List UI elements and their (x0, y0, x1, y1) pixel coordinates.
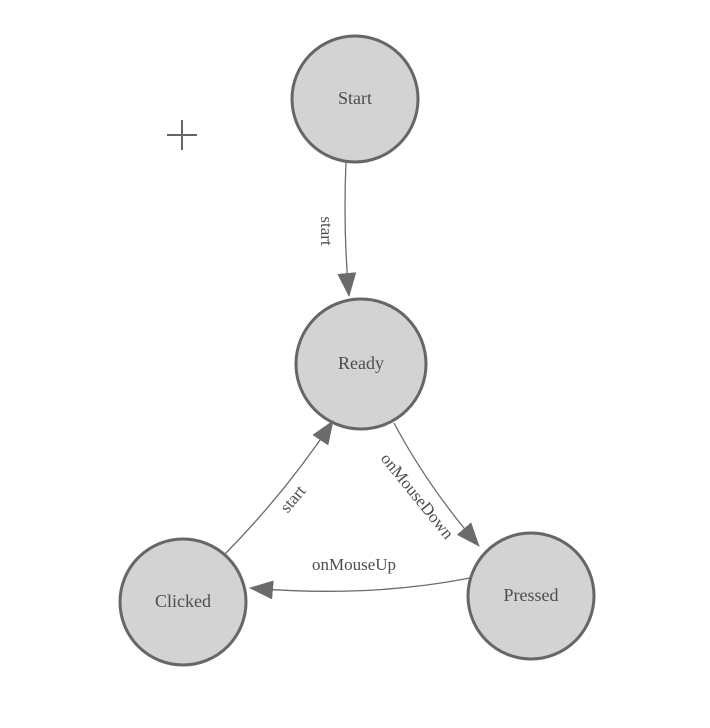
crosshair-cursor-icon (167, 120, 197, 150)
transition-ready-to-pressed[interactable]: onMouseDown (377, 422, 480, 547)
state-label-pressed: Pressed (504, 585, 559, 605)
state-label-ready: Ready (338, 353, 384, 373)
state-label-start: Start (338, 88, 372, 108)
edge-path-ready-to-pressed[interactable] (393, 422, 480, 547)
state-node-start[interactable]: Start (290, 34, 420, 164)
edge-path-start-to-ready[interactable] (337, 160, 357, 297)
transition-pressed-to-clicked[interactable]: onMouseUp (249, 555, 471, 600)
state-node-ready[interactable]: Ready (294, 297, 428, 431)
state-node-pressed[interactable]: Pressed (466, 531, 596, 661)
state-circle-ready[interactable] (294, 297, 428, 431)
edge-label-clicked-to-ready: start (276, 481, 310, 516)
state-circle-start[interactable] (290, 34, 420, 164)
state-circle-pressed[interactable] (466, 531, 596, 661)
edge-label-pressed-to-clicked: onMouseUp (312, 555, 396, 574)
state-node-clicked[interactable]: Clicked (118, 537, 248, 667)
transition-clicked-to-ready[interactable]: start (224, 420, 334, 555)
edge-label-start-to-ready: start (317, 216, 336, 246)
edge-path-clicked-to-ready[interactable] (224, 420, 334, 555)
state-label-clicked: Clicked (155, 591, 211, 611)
edge-path-pressed-to-clicked[interactable] (249, 577, 471, 600)
state-circle-clicked[interactable] (118, 537, 248, 667)
transition-start-to-ready[interactable]: start (317, 160, 357, 297)
